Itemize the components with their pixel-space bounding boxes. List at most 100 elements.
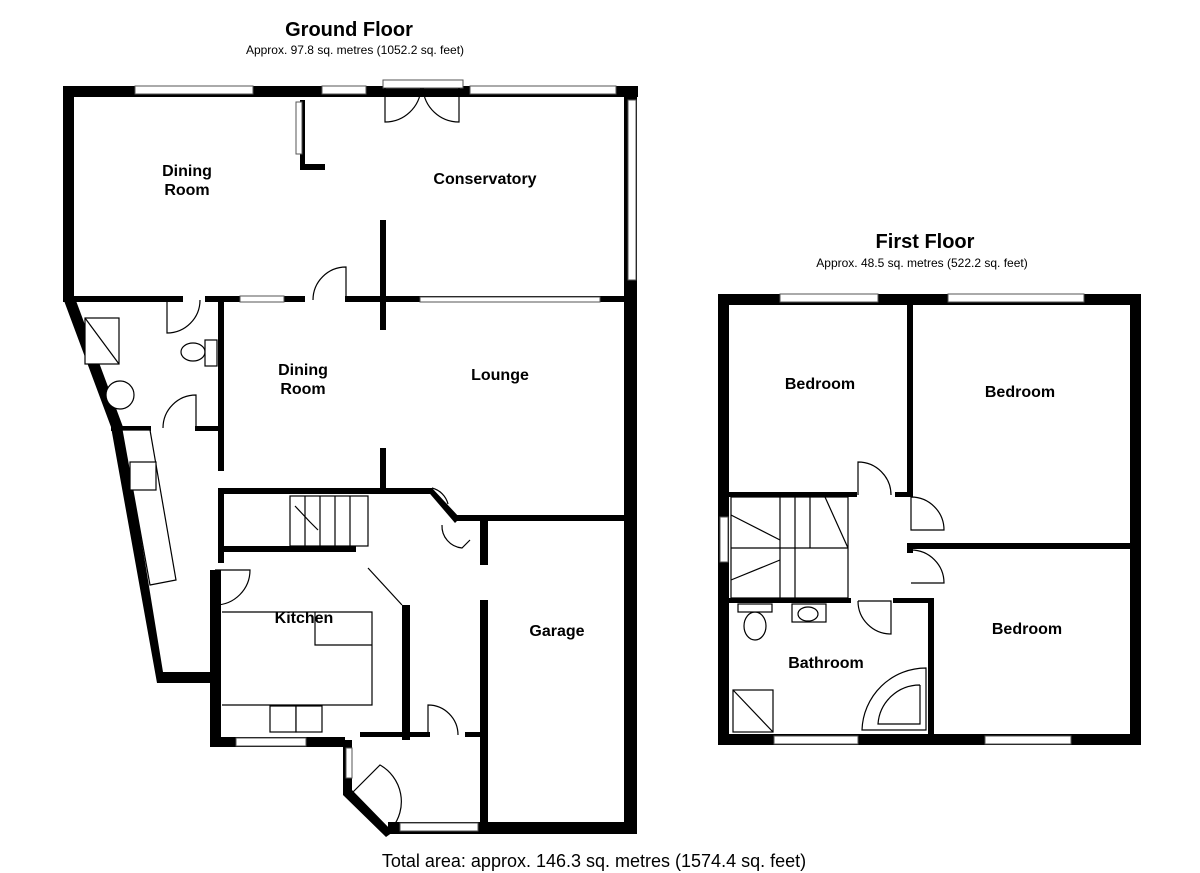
ff-door-bed2 [910,496,945,531]
gf-door-porch-inner [427,704,459,736]
gf-door-front [349,764,402,829]
room-label-conservatory: Conservatory [433,171,536,188]
gf-wall-dining-bottom [218,488,430,494]
gf-left-angled-wall [63,298,163,683]
gf-window-conservatory-small [321,85,367,95]
ff-top-wall [718,294,1140,305]
gf-wall-divider-lower [380,448,386,493]
ff-wall-bed1-bottom-right [895,492,913,497]
room-label-kitchen: Kitchen [275,610,334,627]
gf-wc-basin [105,380,135,410]
room-label-dining-lower-1: Dining [278,362,328,379]
ff-stairs [730,496,849,599]
ff-wall-bed1-bottom [729,492,857,497]
gf-wall-wc-bottom [195,426,220,431]
first-floor-plan [718,293,1141,745]
ff-right-wall [1130,294,1141,745]
ff-wall-bath-right [928,598,934,738]
gf-french-door-left [384,87,422,123]
ff-window-bed2 [947,293,1085,303]
gf-kitchen-sink [269,705,297,733]
gf-garage-bottom-wall [480,822,637,834]
ff-wall-bed2-bottom [913,543,1133,549]
room-label-lounge: Lounge [471,367,529,384]
gf-window-conservatory [469,85,617,95]
gf-patio-door-lounge [419,296,601,303]
room-label-bedroom-1: Bedroom [785,376,855,393]
gf-door-hall-cupboard [431,487,449,505]
room-label-bedroom-2: Bedroom [985,384,1055,401]
ff-corner-bath-inner [877,684,921,725]
gf-window-hall [399,822,479,832]
gf-wall-porch-top-right [465,732,485,737]
gf-door-wc [166,299,201,334]
room-label-dining-upper-2: Room [164,182,209,199]
gf-wall-angled-hall [425,488,460,523]
gf-wall-lounge-bottom [455,515,625,521]
ff-corner-bath [861,667,927,731]
gf-wall-kitchen-left-upper [210,570,221,680]
room-label-bedroom-3: Bedroom [992,621,1062,638]
gf-area: Approx. 97.8 sq. metres (1052.2 sq. feet… [246,43,464,57]
gf-title: Ground Floor [285,19,413,41]
gf-left-wall-upper [63,86,74,300]
ff-wall-bed1-right [907,305,913,495]
gf-window-dining [134,85,254,95]
gf-door-garage [441,524,471,549]
ff-toilet [743,611,767,641]
gf-door-kitchen [214,569,251,606]
gf-utility-bottom-wall [157,672,219,683]
gf-wall-garage-left [480,600,488,832]
room-label-dining-upper-1: Dining [162,163,212,180]
gf-kitchen-left-wall [210,672,221,747]
gf-wall-kitchen-right [402,605,410,740]
ff-window-bed3 [984,735,1072,745]
gf-french-door-frame [382,79,464,89]
gf-utility-sink [129,461,157,491]
gf-window-kitchen [235,737,307,747]
gf-window-dining-lower [239,295,285,303]
gf-kitchen-counter [222,611,373,706]
gf-door-utility [162,394,197,429]
gf-wall-stair-bottom [218,546,356,552]
gf-french-door-right [422,87,460,123]
gf-wc-toilet [180,342,206,362]
ff-window-landing [719,516,729,563]
gf-wall-stub [300,164,325,170]
gf-kitchen-diag [367,567,403,606]
gf-wall-garage-left-upper [480,515,488,565]
ff-area: Approx. 48.5 sq. metres (522.2 sq. feet) [816,256,1027,270]
ff-window-bed1 [779,293,879,303]
gf-wall-wc-bottom-left [111,426,151,431]
ff-wall-landing-stub [907,543,913,553]
room-label-garage: Garage [529,623,584,640]
gf-window-conservatory-side [627,99,637,281]
ff-toilet-cistern [737,603,773,613]
ff-bottom-wall [718,734,1140,745]
gf-window-dining-side [295,101,303,155]
gf-kitchen-peninsula [314,612,372,646]
ff-window-bath [773,735,859,745]
gf-wall-divider-upper [380,220,386,330]
gf-wall-dining-left [218,296,224,471]
ff-basin [797,606,819,622]
gf-window-porch [345,747,353,779]
ff-title: First Floor [876,231,975,253]
gf-kitchen-drainer [295,705,323,733]
gf-wc-cistern [204,339,218,367]
ff-door-bed3 [910,549,945,584]
ff-door-bath [857,600,892,635]
gf-wall-stair-left [218,488,224,563]
ff-wall-bath-top-right [893,598,933,603]
gf-stairs [289,495,369,547]
gf-wall-porch-top [360,732,430,737]
room-label-dining-lower-2: Room [280,381,325,398]
total-area: Total area: approx. 146.3 sq. metres (15… [382,851,806,871]
ground-floor-plan [63,79,638,837]
room-label-bathroom: Bathroom [788,655,864,672]
gf-wall-wc-top [63,296,183,302]
ff-wall-bath-top [729,598,851,603]
ff-door-bed1 [857,461,892,496]
gf-door-dining-lounge [312,266,347,301]
